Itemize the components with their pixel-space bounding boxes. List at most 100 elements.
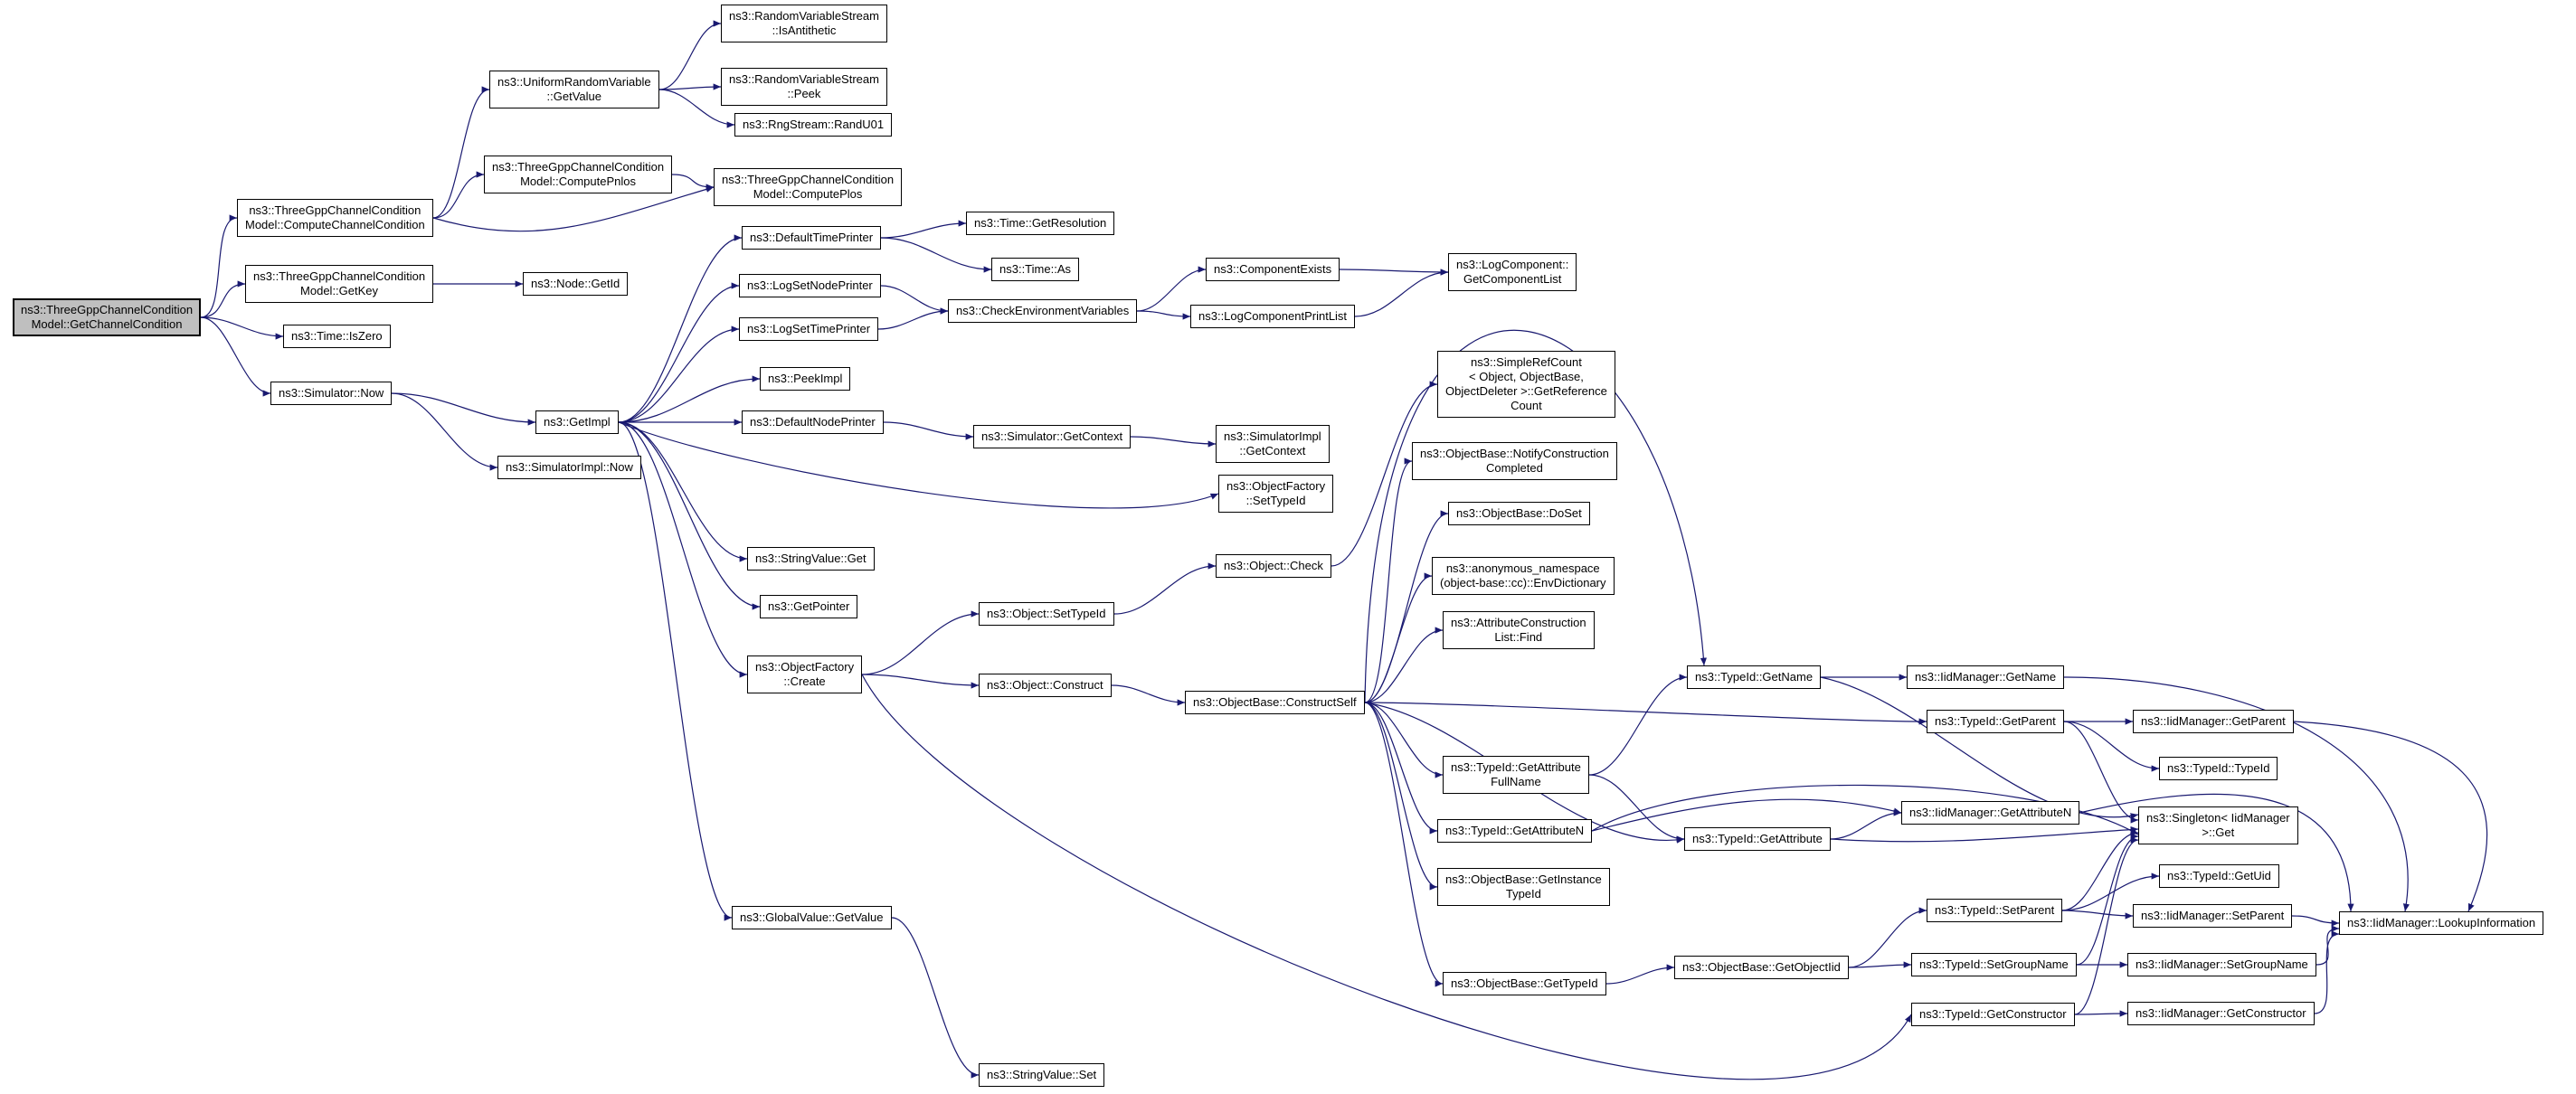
graph-node-rvsPeek[interactable]: ns3::RandomVariableStream ::Peek bbox=[721, 68, 887, 106]
graph-node-envDictionary[interactable]: ns3::anonymous_namespace (object-base::c… bbox=[1432, 557, 1615, 595]
call-edge-urvGetValue--rngRandU01 bbox=[658, 89, 735, 128]
graph-node-iidGetAttributeN[interactable]: ns3::IidManager::GetAttributeN bbox=[1901, 801, 2080, 825]
call-edge-typeIdGetAttrFullName--typeIdGetName bbox=[1588, 674, 1688, 776]
graph-node-timeAs[interactable]: ns3::Time::As bbox=[991, 258, 1079, 281]
graph-node-objectSetTypeId[interactable]: ns3::Object::SetTypeId bbox=[979, 602, 1114, 626]
graph-node-computeChannelCondition[interactable]: ns3::ThreeGppChannelCondition Model::Com… bbox=[237, 199, 433, 237]
graph-node-getKey[interactable]: ns3::ThreeGppChannelCondition Model::Get… bbox=[245, 265, 434, 303]
graph-node-simulatorGetContext[interactable]: ns3::Simulator::GetContext bbox=[973, 425, 1132, 448]
graph-node-urvGetValue[interactable]: ns3::UniformRandomVariable ::GetValue bbox=[489, 71, 659, 108]
call-edge-root--computeChannelCondition bbox=[200, 214, 238, 318]
call-edge-getImpl--peekImpl bbox=[618, 375, 761, 423]
graph-node-getInstanceTypeId[interactable]: ns3::ObjectBase::GetInstance TypeId bbox=[1437, 868, 1610, 906]
graph-node-singletonGet[interactable]: ns3::Singleton< IidManager >::Get bbox=[2138, 806, 2298, 844]
graph-node-timeGetResolution[interactable]: ns3::Time::GetResolution bbox=[966, 212, 1115, 235]
call-edge-constructSelf--objectBaseGetTypeId bbox=[1364, 702, 1444, 987]
graph-node-lookupInformation[interactable]: ns3::IidManager::LookupInformation bbox=[2339, 911, 2544, 935]
graph-node-typeIdSetGroupName[interactable]: ns3::TypeId::SetGroupName bbox=[1911, 953, 2077, 976]
call-edge-logSetTimePrinter--checkEnvironmentVariables bbox=[877, 307, 949, 330]
call-edge-getImpl--objectFactoryCreate bbox=[618, 421, 748, 678]
graph-node-typeIdSetParent[interactable]: ns3::TypeId::SetParent bbox=[1927, 899, 2063, 922]
graph-node-simulatorNow[interactable]: ns3::Simulator::Now bbox=[270, 382, 393, 405]
graph-node-attrListFind[interactable]: ns3::AttributeConstruction List::Find bbox=[1443, 611, 1595, 649]
call-edge-getObjectIid--typeIdSetGroupName bbox=[1848, 961, 1912, 968]
graph-node-logComponentPrintList[interactable]: ns3::LogComponentPrintList bbox=[1190, 305, 1356, 328]
graph-node-checkEnvironmentVariables[interactable]: ns3::CheckEnvironmentVariables bbox=[948, 299, 1138, 323]
graph-node-typeIdGetAttrFullName[interactable]: ns3::TypeId::GetAttribute FullName bbox=[1443, 756, 1589, 794]
graph-node-getPointer[interactable]: ns3::GetPointer bbox=[760, 595, 858, 618]
call-edge-computePnlos--computePlos bbox=[671, 174, 715, 191]
graph-node-nodeGetId[interactable]: ns3::Node::GetId bbox=[523, 272, 629, 296]
call-edge-getImpl--defaultTimePrinter bbox=[618, 234, 743, 423]
graph-node-objectConstruct[interactable]: ns3::Object::Construct bbox=[979, 674, 1112, 697]
graph-node-peekImpl[interactable]: ns3::PeekImpl bbox=[760, 367, 851, 391]
graph-node-logSetTimePrinter[interactable]: ns3::LogSetTimePrinter bbox=[739, 317, 879, 341]
graph-node-typeIdGetAttributeN[interactable]: ns3::TypeId::GetAttributeN bbox=[1437, 819, 1593, 843]
graph-node-iidSetGroupName[interactable]: ns3::IidManager::SetGroupName bbox=[2127, 953, 2316, 976]
graph-node-rvsIsAntithetic[interactable]: ns3::RandomVariableStream ::IsAntithetic bbox=[721, 5, 887, 42]
call-edge-iidGetParent--lookupInformation bbox=[2293, 721, 2488, 912]
call-edge-getImpl--getPointer bbox=[618, 421, 761, 610]
call-edge-defaultTimePrinter--timeGetResolution bbox=[880, 220, 967, 239]
call-edge-objectConstruct--constructSelf bbox=[1111, 684, 1186, 706]
graph-node-rngRandU01[interactable]: ns3::RngStream::RandU01 bbox=[734, 113, 893, 137]
call-edge-objectFactoryCreate--typeIdGetConstructor bbox=[861, 674, 1912, 1080]
graph-node-constructSelf[interactable]: ns3::ObjectBase::ConstructSelf bbox=[1185, 691, 1365, 714]
graph-node-globalValueGetValue[interactable]: ns3::GlobalValue::GetValue bbox=[732, 906, 892, 929]
graph-node-defaultNodePrinter[interactable]: ns3::DefaultNodePrinter bbox=[742, 410, 884, 434]
call-edge-iidGetAttributeN--lookupInformation bbox=[2079, 793, 2354, 912]
call-edge-computeChannelCondition--computePlos bbox=[432, 185, 715, 232]
graph-node-timeIsZero[interactable]: ns3::Time::IsZero bbox=[283, 325, 391, 348]
graph-node-computePnlos[interactable]: ns3::ThreeGppChannelCondition Model::Com… bbox=[484, 156, 673, 193]
graph-node-getObjectIid[interactable]: ns3::ObjectBase::GetObjectIid bbox=[1674, 956, 1849, 979]
graph-node-iidGetName[interactable]: ns3::IidManager::GetName bbox=[1907, 665, 2065, 689]
call-edge-simulatorGetContext--simulatorImplGetContext bbox=[1130, 436, 1217, 448]
call-edge-iidGetConstructor--lookupInformation bbox=[2314, 930, 2340, 1014]
call-edge-defaultNodePrinter--simulatorGetContext bbox=[883, 421, 974, 440]
graph-node-typeIdGetName[interactable]: ns3::TypeId::GetName bbox=[1687, 665, 1822, 689]
call-edge-getImpl--logSetNodePrinter bbox=[618, 282, 740, 423]
call-edge-defaultTimePrinter--timeAs bbox=[880, 237, 992, 273]
graph-node-stringValueGet[interactable]: ns3::StringValue::Get bbox=[747, 547, 875, 571]
call-edge-objectCheck--getReferenceCount bbox=[1331, 381, 1438, 567]
graph-node-typeIdGetParent[interactable]: ns3::TypeId::GetParent bbox=[1927, 710, 2064, 733]
call-edge-getImpl--globalValueGetValue bbox=[618, 421, 733, 921]
call-edge-getObjectIid--typeIdSetParent bbox=[1848, 907, 1927, 968]
call-edge-constructSelf--typeIdGetAttrFullName bbox=[1364, 702, 1444, 778]
graph-node-typeIdGetConstructor[interactable]: ns3::TypeId::GetConstructor bbox=[1911, 1003, 2075, 1026]
graph-node-getComponentList[interactable]: ns3::LogComponent:: GetComponentList bbox=[1448, 253, 1577, 291]
call-edge-iidSetParent--lookupInformation bbox=[2291, 915, 2340, 927]
graph-node-componentExists[interactable]: ns3::ComponentExists bbox=[1206, 258, 1340, 281]
graph-node-simulatorImplNow[interactable]: ns3::SimulatorImpl::Now bbox=[497, 456, 641, 479]
graph-node-objectFactoryCreate[interactable]: ns3::ObjectFactory ::Create bbox=[747, 655, 863, 693]
graph-node-getReferenceCount[interactable]: ns3::SimpleRefCount < Object, ObjectBase… bbox=[1437, 351, 1615, 418]
graph-node-computePlos[interactable]: ns3::ThreeGppChannelCondition Model::Com… bbox=[714, 168, 903, 206]
call-edge-constructSelf--notifyConstructionCompleted bbox=[1364, 457, 1413, 703]
graph-node-iidGetConstructor[interactable]: ns3::IidManager::GetConstructor bbox=[2127, 1002, 2315, 1025]
graph-node-objectBaseGetTypeId[interactable]: ns3::ObjectBase::GetTypeId bbox=[1443, 972, 1606, 995]
call-edge-constructSelf--getInstanceTypeId bbox=[1364, 702, 1438, 891]
call-edge-objectBaseGetTypeId--getObjectIid bbox=[1605, 964, 1675, 985]
graph-node-typeIdGetUid[interactable]: ns3::TypeId::GetUid bbox=[2159, 864, 2279, 888]
call-edge-objectFactoryCreate--objectSetTypeId bbox=[861, 610, 980, 675]
graph-node-notifyConstructionCompleted[interactable]: ns3::ObjectBase::NotifyConstruction Comp… bbox=[1412, 442, 1617, 480]
graph-node-objectCheck[interactable]: ns3::Object::Check bbox=[1216, 554, 1331, 578]
graph-node-simulatorImplGetContext[interactable]: ns3::SimulatorImpl ::GetContext bbox=[1216, 425, 1330, 463]
graph-node-logSetNodePrinter[interactable]: ns3::LogSetNodePrinter bbox=[739, 274, 881, 297]
call-edge-simulatorNow--getImpl bbox=[391, 392, 536, 426]
call-edge-typeIdSetParent--singletonGet bbox=[2061, 829, 2139, 911]
call-edge-constructSelf--typeIdGetAttributeN bbox=[1364, 702, 1438, 835]
graph-node-objectFactorySetTypeId[interactable]: ns3::ObjectFactory ::SetTypeId bbox=[1218, 475, 1334, 513]
graph-node-getImpl[interactable]: ns3::GetImpl bbox=[535, 410, 619, 434]
call-edge-globalValueGetValue--stringValueSet bbox=[891, 917, 980, 1079]
graph-node-objectBaseDoSet[interactable]: ns3::ObjectBase::DoSet bbox=[1448, 502, 1590, 525]
graph-node-iidSetParent[interactable]: ns3::IidManager::SetParent bbox=[2133, 904, 2293, 928]
call-edge-typeIdGetAttributeN--iidGetAttributeN bbox=[1591, 798, 1902, 832]
graph-node-typeIdGetAttribute[interactable]: ns3::TypeId::GetAttribute bbox=[1684, 827, 1831, 851]
graph-node-stringValueSet[interactable]: ns3::StringValue::Set bbox=[979, 1063, 1105, 1087]
graph-node-defaultTimePrinter[interactable]: ns3::DefaultTimePrinter bbox=[742, 226, 882, 250]
graph-node-iidGetParent[interactable]: ns3::IidManager::GetParent bbox=[2133, 710, 2294, 733]
graph-node-typeIdTypeId[interactable]: ns3::TypeId::TypeId bbox=[2159, 757, 2278, 780]
call-edge-componentExists--getComponentList bbox=[1339, 269, 1449, 276]
